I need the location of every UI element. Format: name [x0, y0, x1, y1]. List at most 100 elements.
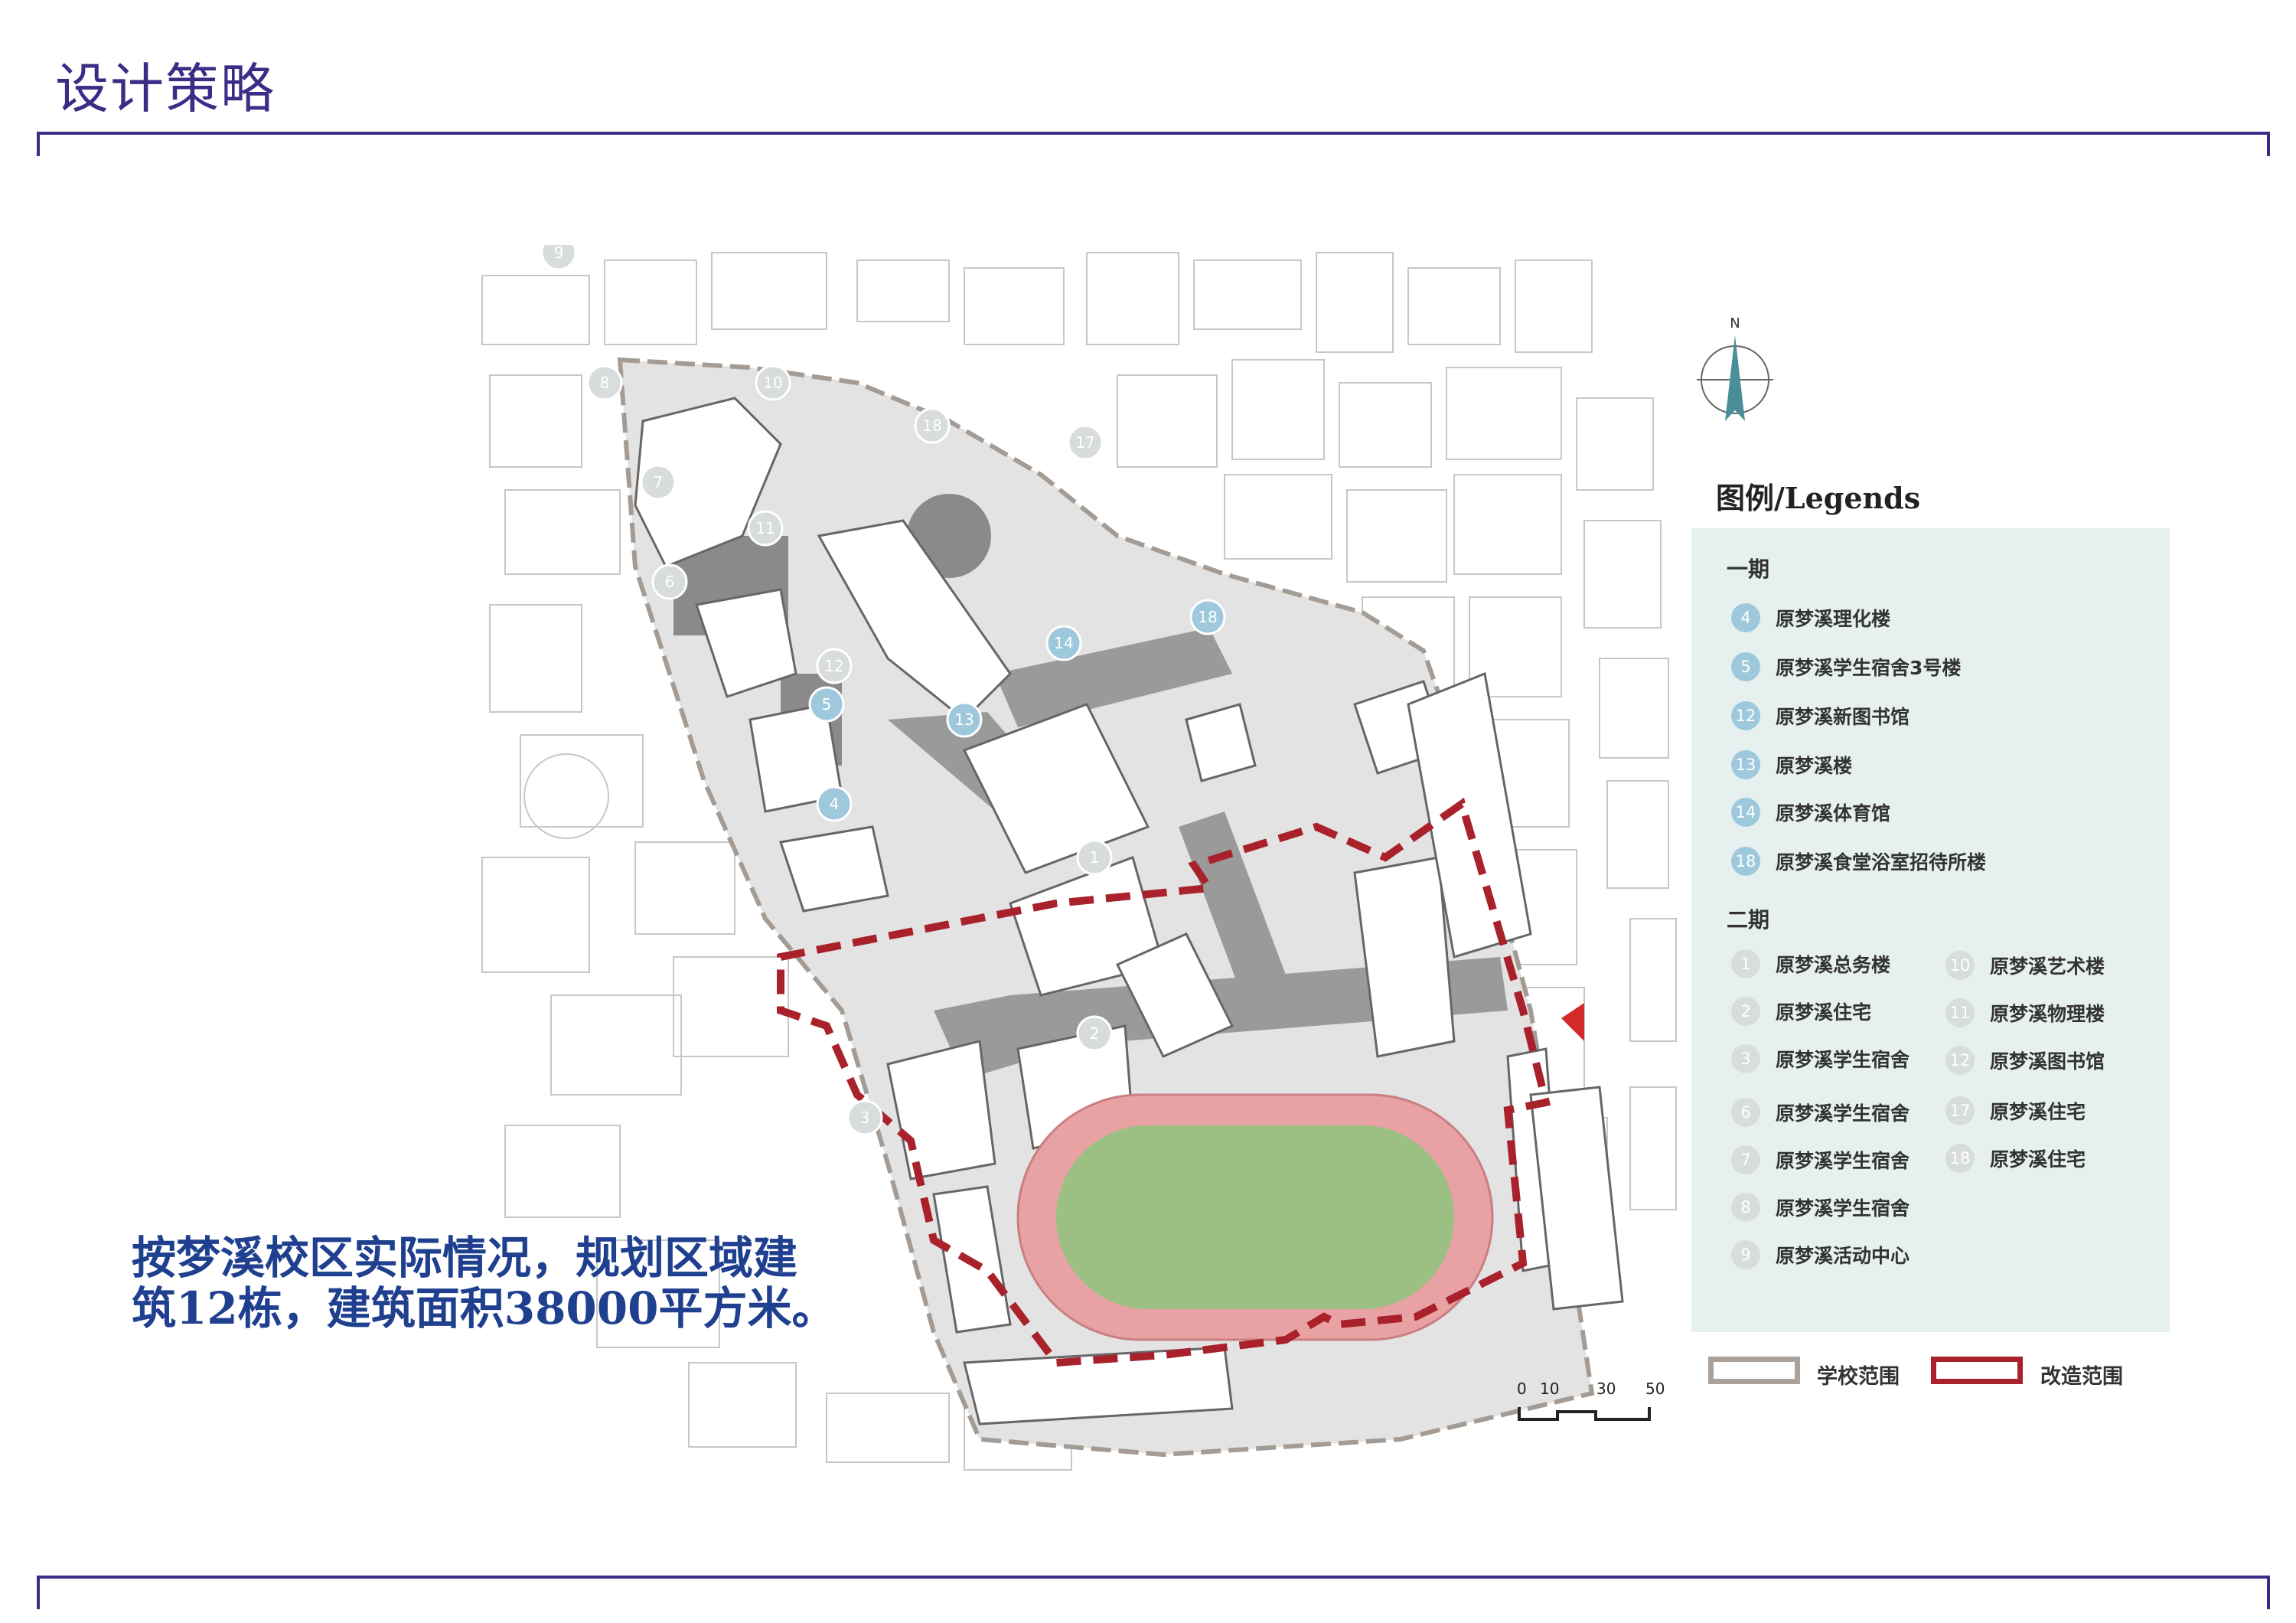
scale-bar — [1518, 1407, 1651, 1421]
building-badge-number: 17 — [1075, 433, 1094, 452]
building-badge — [651, 563, 688, 600]
legend-label: 原梦溪学生宿舍 — [1776, 1102, 1910, 1125]
building-badge — [586, 364, 623, 401]
footer-frame-line — [37, 1576, 2270, 1609]
building-badge — [1045, 625, 1082, 661]
header-frame-line — [37, 132, 2270, 156]
legend-item: 14 原梦溪体育馆 — [1731, 798, 1890, 827]
building-badge-number: 12 — [824, 657, 843, 675]
legend-phase2-label: 二期 — [1727, 907, 1770, 932]
surrounding-buildings — [481, 252, 1677, 1471]
building-badge-number: 2 — [1090, 1024, 1100, 1043]
legend-badge: 10 — [1945, 951, 1975, 980]
building-badge-number: 18 — [922, 416, 941, 435]
renovation-boundary-swatch — [1931, 1357, 2023, 1384]
legend-badge: 17 — [1945, 1096, 1975, 1125]
building-badge-number: 10 — [763, 374, 782, 392]
page-title: 设计策略 — [55, 57, 276, 120]
legend-label: 原梦溪住宅 — [1990, 1148, 2086, 1171]
legend-label: 原梦溪艺术楼 — [1990, 955, 2105, 978]
legend-item: 8 原梦溪学生宿舍 — [1731, 1193, 1910, 1222]
building-badge — [1076, 1015, 1113, 1052]
north-arrow-icon: N — [1697, 315, 1773, 421]
school-boundary-label: 学校范围 — [1817, 1365, 1900, 1389]
scale-label-10: 10 — [1540, 1380, 1560, 1398]
building-badge — [816, 648, 853, 684]
legend-label: 原梦溪楼 — [1776, 755, 1853, 777]
legend-label: 原梦溪总务楼 — [1776, 954, 1891, 976]
legend-badge: 3 — [1731, 1044, 1760, 1073]
legend-item: 5 原梦溪学生宿舍3号楼 — [1731, 652, 1961, 681]
legend-badge: 13 — [1731, 750, 1760, 779]
legend-panel — [1691, 528, 2170, 1332]
caption-line-2: 筑12栋，建筑面积38000平方米。 — [132, 1282, 837, 1334]
building-badge — [914, 407, 951, 444]
building-badge-number: 3 — [860, 1109, 870, 1127]
building-badge-number: 8 — [600, 374, 610, 392]
legend-item: 6 原梦溪学生宿舍 — [1731, 1098, 1910, 1127]
building-badge — [946, 701, 983, 738]
building-badge-number: 14 — [1054, 634, 1073, 652]
legend-label: 原梦溪理化楼 — [1776, 608, 1891, 630]
legend-badge: 14 — [1731, 798, 1760, 827]
legend-label: 原梦溪学生宿舍 — [1776, 1197, 1910, 1220]
legend-label: 原梦溪学生宿舍3号楼 — [1776, 657, 1962, 679]
building-badge-number: 13 — [954, 710, 974, 729]
legend-item: 18 原梦溪食堂浴室招待所楼 — [1731, 847, 1986, 876]
building-badge-number: 11 — [755, 519, 775, 537]
legend-label: 原梦溪物理楼 — [1990, 1003, 2105, 1025]
building-badge — [816, 785, 853, 822]
legend-badge: 18 — [1945, 1144, 1975, 1173]
entrance-marker — [1561, 1003, 1584, 1041]
building-badge — [755, 364, 791, 401]
building-badge — [540, 245, 577, 271]
scale-label-30: 30 — [1596, 1380, 1616, 1398]
legend-badge: 7 — [1731, 1145, 1760, 1174]
building-badge — [1076, 839, 1113, 876]
football-field — [1056, 1125, 1454, 1309]
design-caption: 按梦溪校区实际情况，规划区域建 筑12栋，建筑面积38000平方米。 — [132, 1233, 897, 1334]
building-badge — [747, 510, 784, 547]
legend-title: 图例/Legends — [1716, 481, 1921, 515]
legend-item: 7 原梦溪学生宿舍 — [1731, 1145, 1910, 1174]
legend-item: 17 原梦溪住宅 — [1945, 1096, 2086, 1125]
legend-label: 原梦溪住宅 — [1990, 1101, 2086, 1123]
legend-phase1-label: 一期 — [1727, 557, 1770, 582]
building-badge — [1067, 424, 1104, 461]
legend-label: 原梦溪食堂浴室招待所楼 — [1776, 851, 1987, 874]
legend-badge: 8 — [1731, 1193, 1760, 1222]
building-badge-number: 4 — [830, 795, 840, 813]
legend-item: 13 原梦溪楼 — [1731, 750, 1852, 779]
north-label: N — [1730, 315, 1740, 331]
scale-label-50: 50 — [1645, 1380, 1665, 1398]
legend-item: 11 原梦溪物理楼 — [1945, 998, 2105, 1027]
renovation-boundary-label: 改造范围 — [2040, 1365, 2123, 1389]
legend-badge: 5 — [1731, 652, 1760, 681]
building-badge-number: 9 — [554, 245, 564, 262]
building-badge — [1189, 599, 1226, 635]
caption-line-1: 按梦溪校区实际情况，规划区域建 — [132, 1232, 798, 1284]
legend-label: 原梦溪学生宿舍 — [1776, 1049, 1910, 1071]
legend-item: 3 原梦溪学生宿舍 — [1731, 1044, 1910, 1073]
building-badge — [808, 686, 845, 723]
legend-badge: 11 — [1945, 998, 1975, 1027]
legend-badge: 12 — [1731, 701, 1760, 730]
legend-badge: 4 — [1731, 603, 1760, 632]
legend-badge: 18 — [1731, 847, 1760, 876]
legend-label: 原梦溪住宅 — [1776, 1001, 1872, 1024]
legend-badge: 12 — [1945, 1046, 1975, 1075]
building-badge — [640, 464, 677, 501]
legend-label: 原梦溪体育馆 — [1776, 802, 1891, 825]
renovation-boundary — [777, 797, 1551, 1367]
legend-label: 原梦溪学生宿舍 — [1776, 1150, 1910, 1172]
legend-badge: 6 — [1731, 1098, 1760, 1127]
legend-item: 18 原梦溪住宅 — [1945, 1144, 2086, 1173]
legend-label: 原梦溪活动中心 — [1776, 1245, 1910, 1267]
legend-item: 10 原梦溪艺术楼 — [1945, 951, 2105, 980]
scale-label-0: 0 — [1517, 1380, 1527, 1398]
